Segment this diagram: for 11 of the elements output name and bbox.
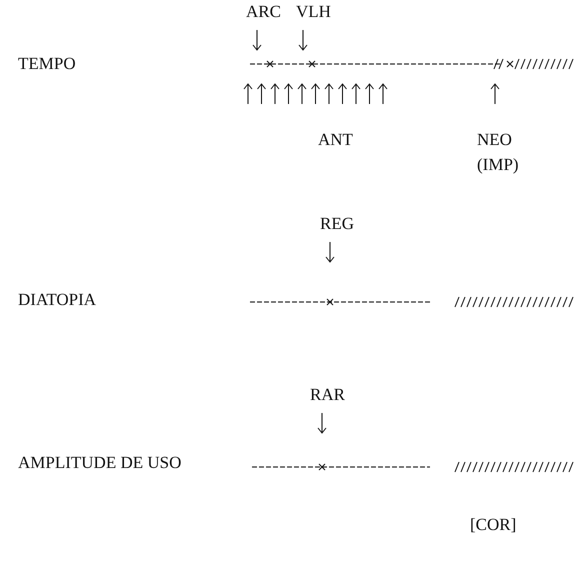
axis-label: TEMPO	[18, 54, 76, 74]
abbreviation-label: ANT	[318, 130, 353, 150]
abbreviation-label: ARC	[246, 2, 281, 22]
abbreviation-label: VLH	[296, 2, 331, 22]
abbreviation-label: NEO	[477, 130, 512, 150]
axis-label: AMPLITUDE DE USO	[18, 453, 182, 473]
abbreviation-label: (IMP)	[477, 155, 519, 175]
abbreviation-label: RAR	[310, 385, 345, 405]
axis-label: DIATOPIA	[18, 290, 96, 310]
abbreviation-label: REG	[320, 214, 354, 234]
abbreviation-label: [COR]	[470, 515, 516, 535]
